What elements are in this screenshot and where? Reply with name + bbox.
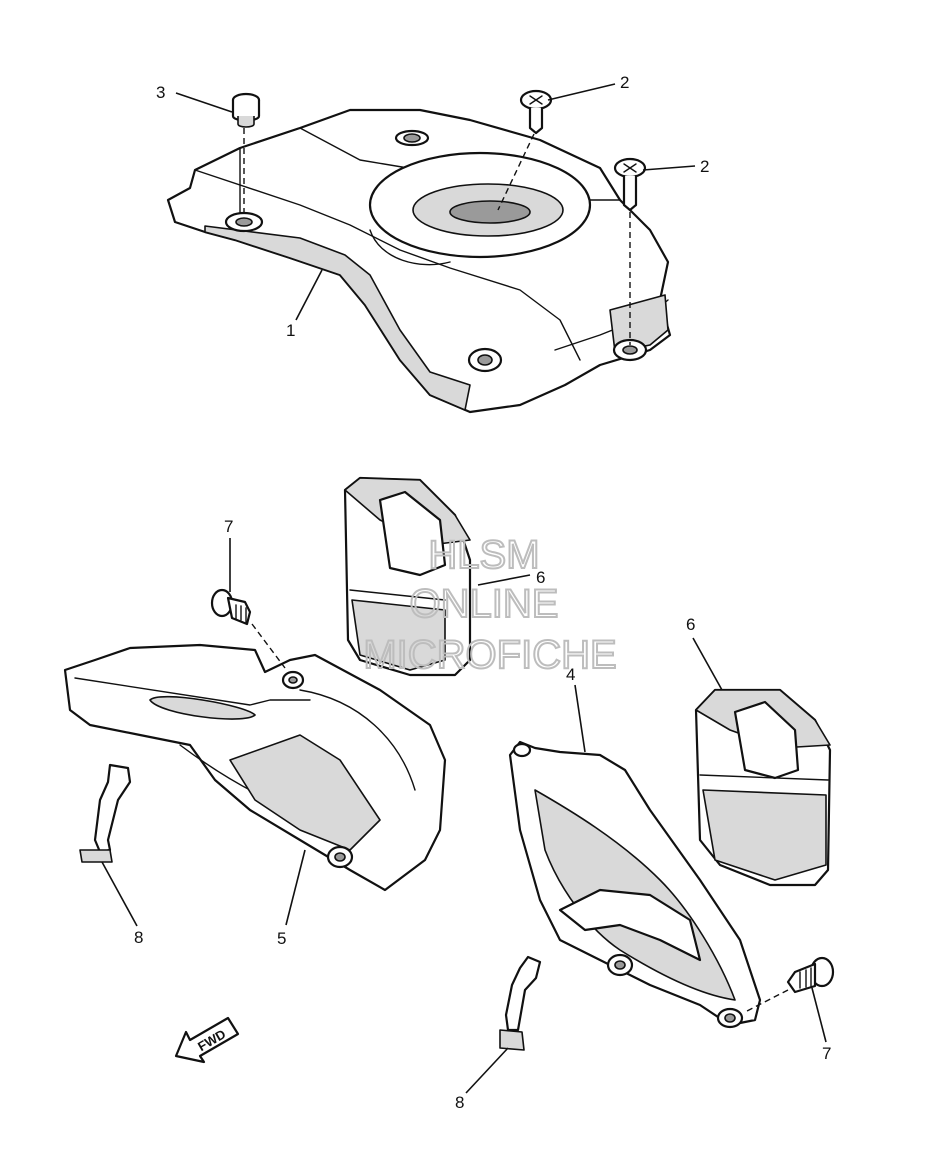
part-3-grommet	[231, 92, 261, 214]
callout-2-top: 2	[620, 73, 629, 92]
watermark-line-1: HLSM	[428, 533, 539, 577]
part-7-bolt-right	[744, 956, 835, 1013]
part-2-screw-right	[613, 157, 647, 345]
part-4-guard	[508, 740, 762, 1029]
part-6-box-upper	[343, 476, 472, 677]
callout-5: 5	[277, 929, 286, 948]
watermark-line-3: MICROFICHE	[363, 633, 616, 677]
callout-1: 1	[286, 321, 295, 340]
leader-lines	[101, 83, 827, 1094]
part-1-cover	[166, 108, 672, 414]
watermark: HLSM ONLINE MICROFICHE	[362, 532, 617, 678]
fwd-arrow: FWD	[174, 1016, 240, 1064]
callout-2-right: 2	[700, 157, 709, 176]
watermark-line-2: ONLINE	[410, 582, 559, 626]
callout-6-upper: 6	[536, 568, 545, 587]
part-5-guard	[63, 643, 447, 892]
callout-6-right: 6	[686, 615, 695, 634]
callout-7-left: 7	[224, 517, 233, 536]
part-7-bolt-left	[210, 588, 286, 669]
callout-7-right: 7	[822, 1044, 831, 1063]
part-8-clip-left	[79, 763, 132, 863]
part-8-clip-right	[499, 955, 542, 1051]
callout-8-left: 8	[134, 928, 143, 947]
callout-3: 3	[156, 83, 165, 102]
callout-4: 4	[566, 665, 575, 684]
part-6-box-right	[694, 688, 832, 887]
callout-8-right: 8	[455, 1093, 464, 1112]
